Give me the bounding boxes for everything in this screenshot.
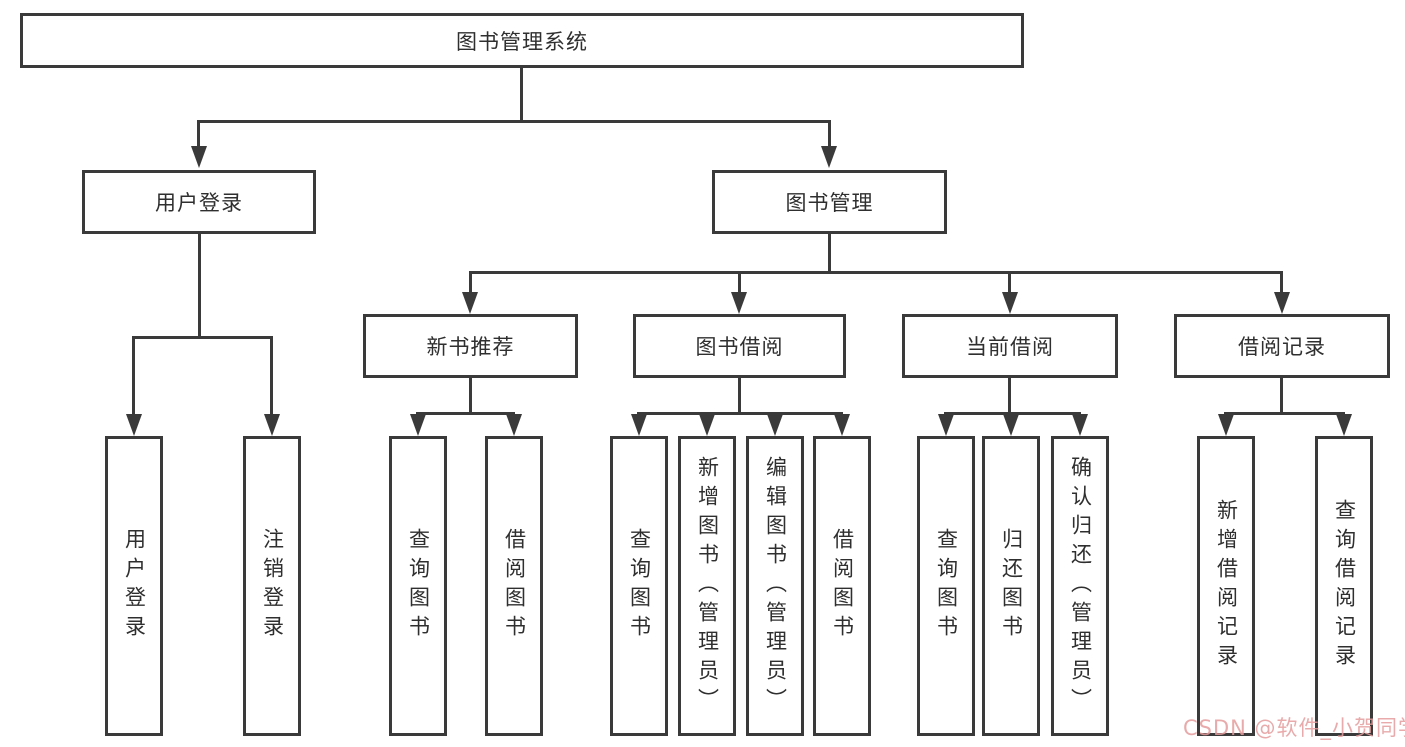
leaf-current-return: 归还图书	[982, 436, 1040, 736]
leaf-newbooks-borrow: 借阅图书	[485, 436, 543, 736]
connector-line	[828, 234, 831, 271]
arrow-down-icon	[767, 414, 783, 436]
connector-line	[416, 412, 515, 415]
arrow-down-icon	[731, 292, 747, 314]
connector-line	[1280, 378, 1283, 412]
arrow-down-icon	[506, 414, 522, 436]
leaf-label: 新增图书（管理员）	[695, 455, 720, 717]
leaf-label: 用户登录	[122, 528, 147, 644]
connector-line	[469, 378, 472, 412]
leaf-label: 借阅图书	[830, 528, 855, 644]
leaf-current-query: 查询图书	[917, 436, 975, 736]
connector-line	[198, 234, 201, 336]
connector-line	[637, 412, 843, 415]
connector-line	[197, 120, 200, 148]
leaf-borrow-book: 借阅图书	[813, 436, 871, 736]
node-current-borrow: 当前借阅	[902, 314, 1118, 378]
connector-line	[1280, 271, 1283, 294]
leaf-logout: 注销登录	[243, 436, 301, 736]
leaf-current-confirm-admin: 确认归还（管理员）	[1051, 436, 1109, 736]
arrow-down-icon	[410, 414, 426, 436]
leaf-records-query: 查询借阅记录	[1315, 436, 1373, 736]
node-borrow-records: 借阅记录	[1174, 314, 1390, 378]
connector-line	[197, 120, 831, 123]
node-book-borrow: 图书借阅	[633, 314, 846, 378]
connector-line	[944, 412, 1081, 415]
arrow-down-icon	[1274, 292, 1290, 314]
leaf-newbooks-query: 查询图书	[389, 436, 447, 736]
arrow-down-icon	[1002, 292, 1018, 314]
arrow-down-icon	[1072, 414, 1088, 436]
connector-line	[1008, 271, 1011, 294]
connector-line	[828, 120, 831, 148]
connector-line	[270, 336, 273, 416]
leaf-label: 确认归还（管理员）	[1068, 455, 1093, 717]
node-new-book-recommend: 新书推荐	[363, 314, 578, 378]
arrow-down-icon	[1003, 414, 1019, 436]
leaf-label: 借阅图书	[502, 528, 527, 644]
leaf-label: 编辑图书（管理员）	[763, 455, 788, 717]
connector-line	[132, 336, 135, 416]
leaf-records-add: 新增借阅记录	[1197, 436, 1255, 736]
node-book-management: 图书管理	[712, 170, 947, 234]
leaf-label: 查询图书	[627, 528, 652, 644]
arrow-down-icon	[1336, 414, 1352, 436]
leaf-borrow-edit-admin: 编辑图书（管理员）	[746, 436, 804, 736]
leaf-label: 查询图书	[406, 528, 431, 644]
leaf-label: 查询借阅记录	[1332, 499, 1357, 673]
leaf-label: 查询图书	[934, 528, 959, 644]
arrow-down-icon	[834, 414, 850, 436]
leaf-borrow-query: 查询图书	[610, 436, 668, 736]
connector-line	[469, 271, 472, 294]
node-root-system: 图书管理系统	[20, 13, 1024, 68]
connector-line	[738, 378, 741, 412]
leaf-label: 注销登录	[260, 528, 285, 644]
connector-line	[738, 271, 741, 294]
connector-line	[520, 68, 523, 120]
arrow-down-icon	[699, 414, 715, 436]
connector-line	[1008, 378, 1011, 412]
arrow-down-icon	[821, 146, 837, 168]
arrow-down-icon	[264, 414, 280, 436]
arrow-down-icon	[631, 414, 647, 436]
arrow-down-icon	[126, 414, 142, 436]
connector-line	[469, 271, 1283, 274]
arrow-down-icon	[462, 292, 478, 314]
connector-line	[1224, 412, 1345, 415]
node-user-login: 用户登录	[82, 170, 316, 234]
leaf-label: 归还图书	[999, 528, 1024, 644]
arrow-down-icon	[191, 146, 207, 168]
connector-line	[132, 336, 273, 339]
arrow-down-icon	[938, 414, 954, 436]
arrow-down-icon	[1218, 414, 1234, 436]
leaf-user-login: 用户登录	[105, 436, 163, 736]
leaf-label: 新增借阅记录	[1214, 499, 1239, 673]
leaf-borrow-add-admin: 新增图书（管理员）	[678, 436, 736, 736]
csdn-watermark: CSDN @软件_小贺同学	[1183, 716, 1405, 740]
